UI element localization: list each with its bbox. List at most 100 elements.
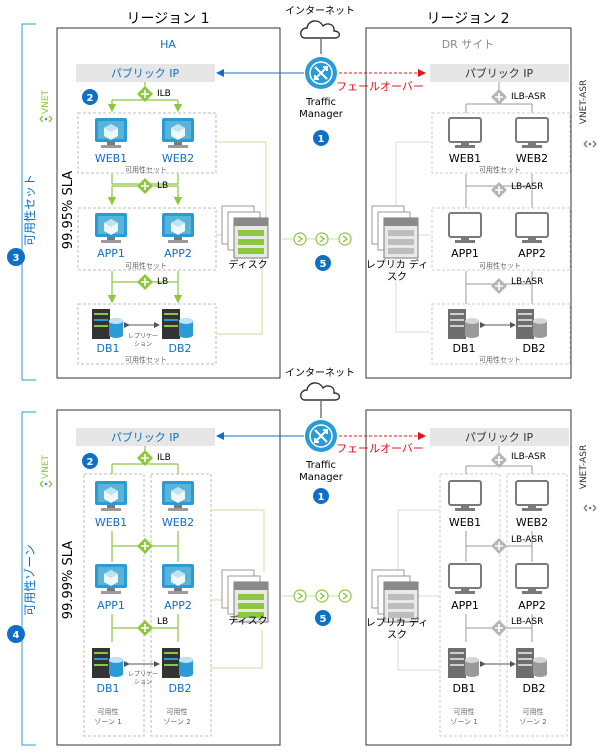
dr-web2-label: WEB2	[516, 152, 548, 165]
web1-label: WEB1	[95, 152, 127, 165]
replica-disk-label-2: スク	[387, 271, 407, 283]
side-badge	[7, 248, 25, 266]
db2-label-bottom: DB2	[168, 682, 191, 695]
dr-db2-label: DB2	[522, 342, 545, 355]
app-avset-label: 可用性セット	[125, 261, 167, 270]
replication-dot-bottom-2	[315, 589, 329, 603]
zone1-box	[83, 473, 145, 737]
dr-db1-label-bottom: DB1	[452, 682, 475, 695]
vnet-badge-bottom	[82, 453, 98, 469]
region1-subtitle: HA	[160, 38, 176, 51]
dr-db2-icon	[516, 309, 547, 339]
public-ip-left-label: パブリック IP	[111, 66, 180, 80]
replication-label-1: レプリケー	[128, 333, 158, 340]
traffic-manager-label-2: Manager	[299, 109, 344, 120]
tm-badge-number: 1	[318, 134, 325, 145]
dr-zone1-label-2: ゾーン 1	[450, 718, 477, 726]
vnet-asr-icon	[583, 140, 597, 148]
dr-zone2-label-1: 可用性	[523, 707, 544, 716]
dr-db1-icon	[448, 309, 479, 339]
web1-vm-icon	[95, 118, 127, 148]
region2-subtitle: DR サイト	[442, 38, 495, 51]
dr-app2-label-bottom: APP2	[518, 599, 546, 612]
repl-badge-bottom-number: 5	[320, 614, 327, 625]
db1-icon-bottom	[92, 648, 123, 678]
dr-web-box	[431, 112, 571, 174]
side-label: 可用性セット	[23, 174, 37, 246]
cloud-icon-bottom	[300, 382, 341, 401]
dr-db1-label: DB1	[452, 342, 475, 355]
tm-badge-bottom-number: 1	[318, 492, 325, 503]
dr-app-avset-label: 可用性セット	[479, 261, 521, 270]
cloud-icon	[300, 20, 341, 39]
vnet-icon-bottom	[39, 480, 53, 488]
lb-asr-label-1: LB-ASR	[511, 182, 543, 192]
vnet-badge-number: 2	[87, 93, 94, 104]
dr-web-avset-label: 可用性セット	[479, 165, 521, 174]
dr-app2-icon-bottom	[515, 563, 549, 595]
dr-zone2-label-2: ゾーン 2	[519, 718, 546, 726]
dr-web1-label-bottom: WEB1	[449, 516, 481, 529]
dr-web2-icon-bottom	[515, 480, 549, 512]
public-ip-left-bottom-label: パブリック IP	[111, 430, 180, 444]
dr-web1-icon-bottom	[448, 480, 482, 512]
dr-zone1-label-1: 可用性	[454, 707, 475, 716]
repl-badge	[315, 255, 331, 271]
bottom-section: 4 可用性ゾーン 99.99% SLA VNET VNET-ASR インターネッ…	[7, 367, 597, 746]
disk-label: ディスク	[228, 258, 267, 271]
repl-badge-number: 5	[320, 259, 327, 270]
traffic-manager-icon-bottom	[304, 419, 338, 453]
replication-label-bottom-1: レプリケー	[128, 671, 158, 678]
dr-db2-label-bottom: DB2	[522, 682, 545, 695]
lb-app-db-icon	[136, 273, 154, 291]
zone2-box	[150, 473, 212, 737]
public-ip-left-bottom	[76, 428, 215, 446]
lb-app-db-label-bottom: LB	[157, 617, 168, 627]
replica-disk-label-1: レプリカ ディ	[366, 258, 428, 271]
lb-asr-label-2: LB-ASR	[511, 277, 543, 287]
vnet-label: VNET	[41, 89, 51, 114]
top-section: 3 可用性セット 99.95% SLA VNET リージョン 1 HA リージョ…	[7, 5, 597, 381]
public-ip-right	[430, 64, 569, 82]
sla-label-bottom: 99.99% SLA	[61, 541, 76, 619]
db2-icon	[162, 309, 193, 339]
side-bracket-bottom	[21, 411, 36, 746]
vnet-label-bottom: VNET	[41, 454, 51, 479]
public-ip-right-bottom-label: パブリック IP	[465, 430, 534, 444]
dr-app1-label: APP1	[451, 247, 479, 260]
public-ip-left	[76, 64, 215, 82]
app2-vm-icon	[162, 213, 194, 243]
app2-vm-icon-bottom	[162, 564, 194, 594]
zone1-label-2: ゾーン 1	[94, 718, 121, 726]
web1-label-bottom: WEB1	[95, 516, 127, 529]
ilb-label: ILB	[157, 89, 171, 99]
zone2-label-2: ゾーン 2	[163, 718, 190, 726]
side-badge-number: 3	[13, 253, 20, 264]
replication-dot-bottom-1	[293, 589, 307, 603]
app1-vm-icon	[95, 213, 127, 243]
dr-db-box	[431, 303, 571, 365]
replication-dot-2	[315, 232, 329, 246]
region1-title: リージョン 1	[126, 11, 209, 27]
side-badge-bottom	[7, 625, 25, 643]
traffic-manager-label-bottom-2: Manager	[299, 472, 344, 483]
replica-disk-label-bottom-2: スク	[387, 629, 407, 641]
db1-icon	[92, 309, 123, 339]
vnet-badge	[82, 89, 98, 105]
replication-label-2: ション	[134, 341, 152, 348]
web2-label: WEB2	[162, 152, 194, 165]
db1-label-bottom: DB1	[96, 682, 119, 695]
region2-box	[365, 27, 572, 379]
ilb-asr-label: ILB-ASR	[511, 92, 546, 102]
replication-dot-3	[338, 232, 352, 246]
side-bracket	[21, 23, 36, 381]
lb-asr-icon-2	[490, 277, 508, 295]
web-avset-box	[77, 112, 217, 174]
dr-web2-label-bottom: WEB2	[516, 516, 548, 529]
disk-label-bottom: ディスク	[228, 614, 267, 627]
lb-asr-label-bottom-2: LB-ASR	[511, 617, 543, 627]
app2-label: APP2	[164, 247, 192, 260]
app1-vm-icon-bottom	[95, 564, 127, 594]
dr-web2-icon	[515, 117, 549, 149]
traffic-manager-label-1: Traffic	[305, 97, 336, 108]
